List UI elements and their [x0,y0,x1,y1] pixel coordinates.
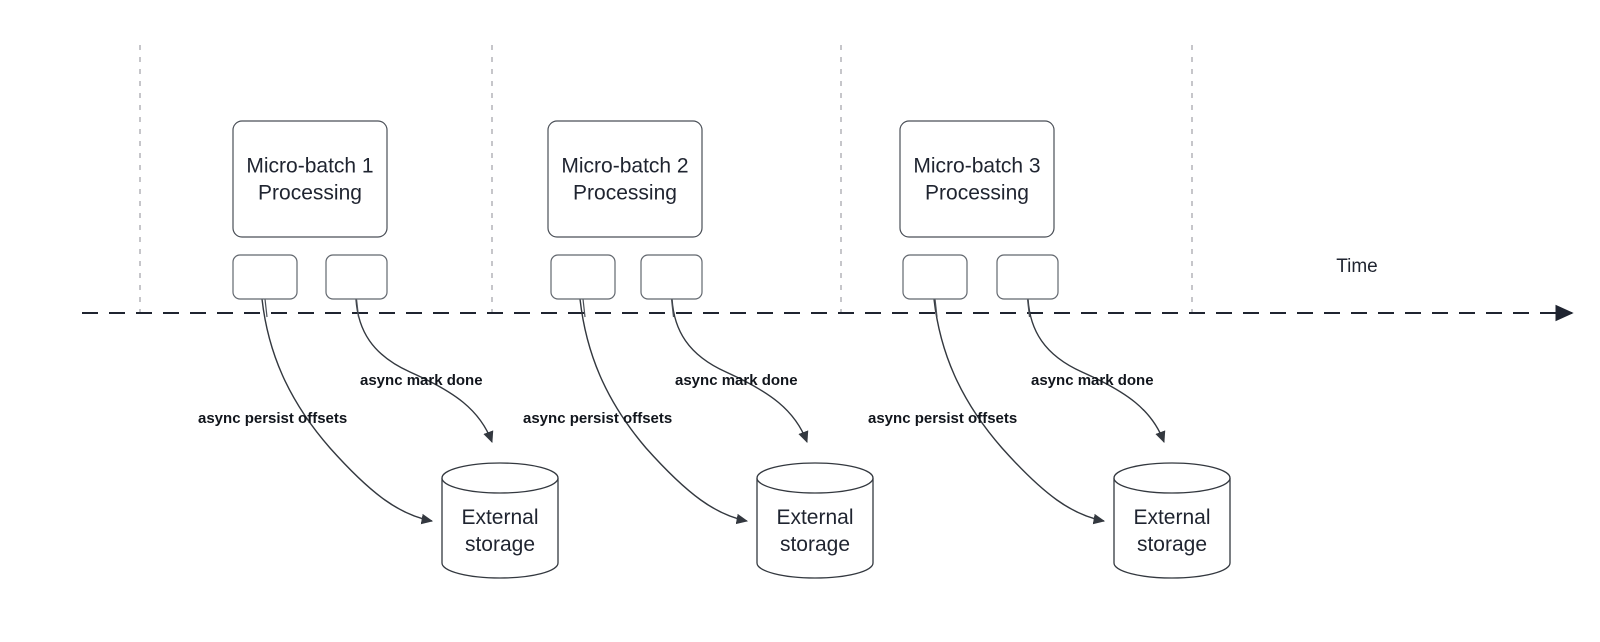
edge-mark-done-group-1 [355,298,494,443]
external-storage-body-2[interactable] [756,478,874,579]
external-storage-top-3 [1113,462,1231,494]
task-stem [1026,298,1031,318]
external-storage-label-line1: External [776,506,853,529]
external-storage-label-line2: storage [465,533,535,556]
external-storage-top-1 [441,462,559,494]
task-box-persist-group-1[interactable] [232,254,298,300]
task-stem [264,298,268,318]
micro-batch-label-line2: Processing [258,182,362,205]
task-stem [582,298,586,318]
edge-mark-done-label: async mark done [1031,372,1154,389]
edge-persist-offsets-group-1 [261,298,434,525]
task-stem [670,298,675,318]
divider-group [139,45,1193,318]
edge-labels-group: async persist offsets async mark done asyn… [198,372,1154,427]
external-storage-label-line1: External [1133,506,1210,529]
time-axis-label: Time [1336,256,1378,277]
task-box-mark-group-3[interactable] [996,254,1059,300]
task-box-mark-group-1[interactable] [325,254,388,300]
task-box-persist-group-3[interactable] [902,254,968,300]
edge-mark-done-label: async mark done [360,372,483,389]
edge-persist-offsets-label: async persist offsets [868,410,1017,427]
micro-batch-label-line1: Micro-batch 1 [246,155,373,178]
external-storage-body-1[interactable] [441,478,559,579]
external-storage-body-3[interactable] [1113,478,1231,579]
edge-persist-offsets-label: async persist offsets [523,410,672,427]
edge-persist-offsets-label: async persist offsets [198,410,347,427]
micro-batch-label-line1: Micro-batch 3 [913,155,1040,178]
micro-batch-label-line2: Processing [573,182,677,205]
edge-mark-done-group-3 [1027,298,1166,443]
micro-batch-box-2[interactable] [547,120,703,238]
micro-batch-label-line1: Micro-batch 2 [561,155,688,178]
timeline-axis-group: Time [82,256,1574,322]
external-storage-top-2 [756,462,874,494]
edge-mark-done-group-2 [671,298,809,443]
edge-persist-offsets-group-3 [933,298,1106,525]
edge-mark-done-label: async mark done [675,372,798,389]
external-storage-label-line2: storage [1137,533,1207,556]
task-stem [934,298,938,318]
flow-edges-group [261,298,1166,525]
task-box-mark-group-2[interactable] [640,254,703,300]
micro-batch-label-line2: Processing [925,182,1029,205]
micro-batch-box-1[interactable] [232,120,388,238]
task-box-persist-group-2[interactable] [550,254,616,300]
external-storage-label-line2: storage [780,533,850,556]
micro-batch-box-3[interactable] [899,120,1055,238]
task-stem [355,298,360,318]
edge-persist-offsets-group-2 [579,298,749,525]
external-storage-label-line1: External [461,506,538,529]
